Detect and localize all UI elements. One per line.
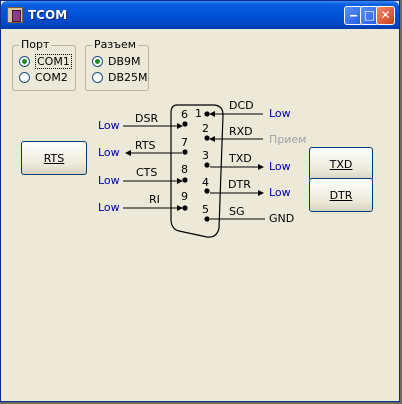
state-ri: Low: [98, 201, 120, 214]
signal-cts: CTS: [136, 166, 158, 179]
radio-com2[interactable]: COM2: [19, 70, 68, 84]
txd-button[interactable]: TXD: [309, 147, 373, 181]
pin-4-number: 4: [202, 176, 209, 189]
signal-rxd: RXD: [229, 125, 253, 138]
state-txd: Low: [269, 160, 291, 173]
radio-db25m-indicator[interactable]: [92, 71, 103, 83]
radio-db25m[interactable]: DB25M: [92, 70, 148, 84]
radio-com1[interactable]: COM1: [19, 53, 72, 69]
signal-dtr: DTR: [228, 178, 251, 191]
radio-com1-label: COM1: [35, 53, 72, 69]
pin-5-number: 5: [202, 203, 209, 216]
pin-1-number: 1: [195, 107, 202, 120]
radio-db9m[interactable]: DB9M: [92, 54, 141, 68]
port-legend: Порт: [19, 38, 52, 51]
pin-6-number: 6: [181, 108, 188, 121]
signal-sg: SG: [229, 205, 245, 218]
txd-button-label: TXD: [329, 157, 353, 171]
radio-db9m-label: DB9M: [108, 54, 141, 68]
minimize-icon: ‒: [349, 8, 358, 22]
pin-5-dot: [204, 216, 210, 222]
pin-9-dot: [182, 205, 188, 211]
radio-com1-indicator[interactable]: [19, 55, 30, 67]
radio-com2-indicator[interactable]: [19, 71, 30, 83]
pin-3-number: 3: [202, 149, 209, 162]
signal-dsr: DSR: [135, 112, 159, 125]
radio-com2-label: COM2: [35, 70, 68, 84]
radio-db25m-label: DB25M: [108, 70, 148, 84]
connector-groupbox: Разъем DB9M DB25M: [85, 38, 149, 91]
close-button[interactable]: ✕: [376, 6, 395, 25]
state-dcd: Low: [269, 107, 291, 120]
state-gnd: GND: [269, 212, 295, 225]
rts-button[interactable]: RTS: [21, 141, 87, 175]
rts-button-label: RTS: [43, 151, 65, 165]
pin-8-number: 8: [181, 163, 188, 176]
pin-4-dot: [204, 188, 210, 194]
pin-1-dot: [204, 111, 210, 117]
pin-8-dot: [182, 177, 188, 183]
signal-rts: RTS: [135, 139, 156, 152]
app-icon[interactable]: [7, 7, 23, 23]
pin-2-dot: [204, 135, 210, 141]
title-bar[interactable]: TCOM ‒ □ ✕: [1, 1, 399, 29]
window-title: TCOM: [28, 8, 68, 22]
minimize-button[interactable]: ‒: [344, 6, 363, 25]
dtr-button-label: DTR: [329, 188, 353, 202]
connector-outline: [170, 104, 224, 238]
close-icon: ✕: [380, 8, 391, 22]
state-rts: Low: [98, 146, 120, 159]
pin-3-dot: [204, 162, 210, 168]
state-rxd: Прием: [269, 133, 307, 146]
maximize-icon: □: [363, 8, 376, 22]
connector-legend: Разъем: [92, 38, 139, 51]
signal-dcd: DCD: [229, 99, 254, 112]
dtr-button[interactable]: DTR: [309, 178, 373, 212]
pin-9-number: 9: [181, 190, 188, 203]
radio-db9m-indicator[interactable]: [92, 55, 103, 67]
state-cts: Low: [98, 174, 120, 187]
signal-ri: RI: [149, 193, 160, 206]
state-dtr: Low: [269, 186, 291, 199]
pin-7-dot: [182, 149, 188, 155]
pin-6-dot: [182, 121, 188, 127]
signal-txd: TXD: [229, 152, 252, 165]
state-dsr: Low: [98, 119, 120, 132]
pin-2-number: 2: [202, 122, 209, 135]
port-groupbox: Порт COM1 COM2: [12, 38, 76, 91]
pin-7-number: 7: [181, 136, 188, 149]
